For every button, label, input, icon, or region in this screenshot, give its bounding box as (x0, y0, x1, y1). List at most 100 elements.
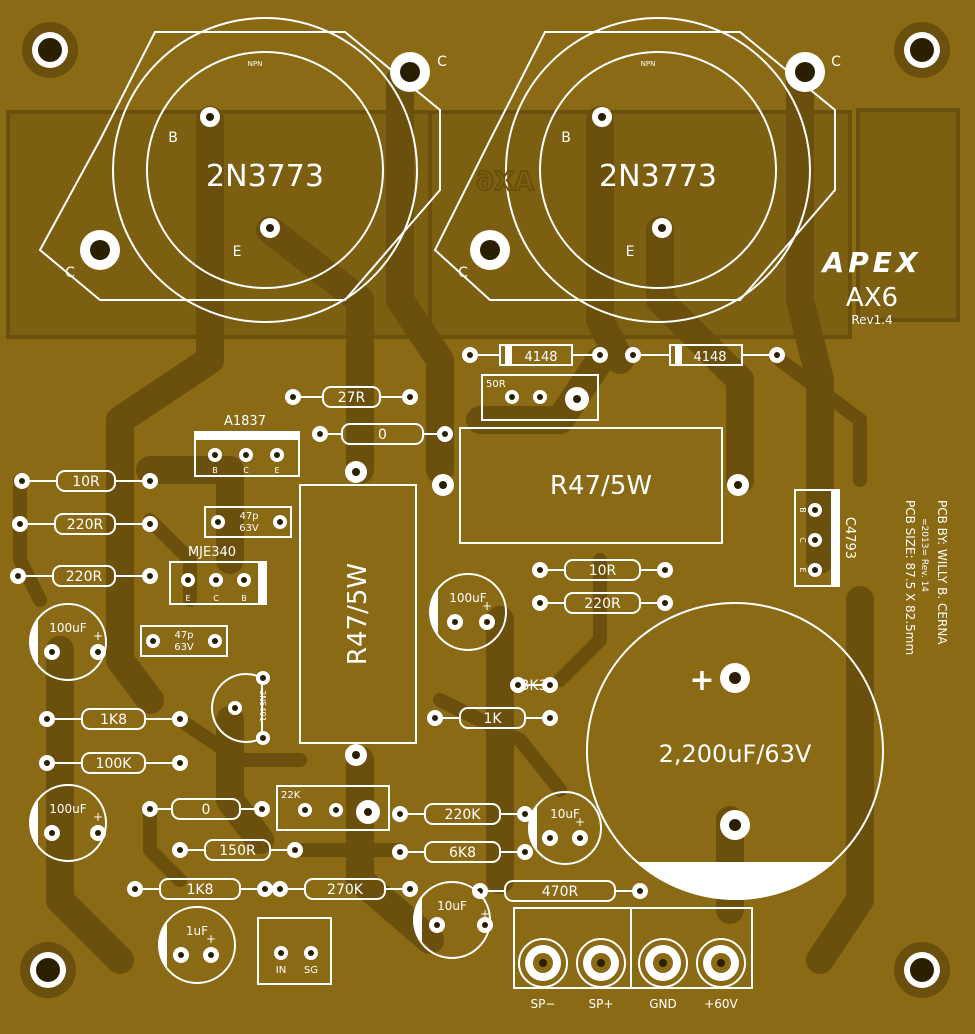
mje340-pin-b: B (241, 594, 247, 603)
q-small-label: 2N5401 (258, 690, 267, 721)
logo-block: APEX AX6 Rev1.4 (821, 246, 922, 327)
trimmer-22k: 22K (276, 785, 390, 831)
credits-block: PCB BY: WILLY B. CERNA =2013= Rev. 14 PC… (903, 500, 949, 655)
terminal-60v-label: +60V (704, 997, 738, 1011)
logo-model: AX6 (846, 283, 898, 313)
mje340-pin-e: E (185, 594, 190, 603)
q1-pin-c-top: C (437, 54, 447, 70)
resistor-r470r: 470R (472, 880, 648, 902)
resistor-r220r_c: 220R (532, 592, 673, 614)
c4793-pin-c: C (798, 537, 807, 543)
resistor-r10r: 10R (14, 470, 158, 492)
cap-47p-b-voltage: 63V (174, 642, 194, 653)
q1-pin-e: E (233, 244, 242, 260)
cap-c100u_b: 100uF + (29, 603, 107, 681)
cap-2200uf: + 2,200uF/63V (586, 602, 884, 900)
c4793-label: C4793 (842, 517, 857, 559)
resistor-r1k8_a: 1K8 (39, 708, 188, 730)
credits-line3: PCB SIZE: 87.5 X 82.5mm (903, 500, 917, 655)
a1837-pin-b: B (212, 466, 218, 475)
resistor-r1k8_a-label: 1K8 (100, 712, 127, 728)
q1-pin-b: B (168, 130, 178, 146)
power-resistor-vertical: R47/5W (299, 461, 417, 766)
resistor-r150r: 150R (172, 839, 303, 861)
resistor-r1k: 1K (427, 707, 558, 729)
resistor-r220r_a: 220R (12, 513, 158, 535)
power-resistor-horizontal: R47/5W (432, 427, 749, 544)
mje340-pin-c: C (213, 594, 219, 603)
cap-2200uf-plus: + (689, 663, 714, 698)
terminal-sp-minus-label: SP− (531, 997, 556, 1011)
resistor-r1k8_b-label: 1K8 (187, 882, 214, 898)
input-in-label: IN (276, 965, 286, 976)
trimmer-50r-label: 50R (486, 379, 506, 390)
resistor-r270k: 270K (272, 878, 418, 900)
logo-brand: APEX (821, 246, 922, 279)
resistor-r27r-label: 27R (338, 390, 366, 406)
input-sg-label: SG (304, 965, 318, 976)
cap-c10u_a: 10uF+ (528, 791, 602, 865)
cap-c10u_a-plus: + (575, 815, 585, 829)
cap-47p-a-voltage: 63V (239, 523, 259, 534)
mount-hole-tr (894, 22, 950, 78)
cap-c100u_c-label: 100uF (49, 802, 87, 816)
trimmer-22k-label: 22K (281, 790, 301, 801)
q2-pin-c-bottom: C (458, 265, 468, 281)
d2-label: 4148 (693, 350, 726, 365)
resistor-r220r_b: 220R (10, 565, 158, 587)
diode-d1: 4148 (462, 344, 608, 366)
q2-pin-e: E (626, 244, 635, 260)
resistor-r220r_b-label: 220R (66, 569, 103, 585)
cap-c100u_b-label: 100uF (49, 621, 87, 635)
q2-part-label: 2N3773 (599, 159, 717, 194)
a1837-label: A1837 (224, 414, 266, 429)
cap-c1u-plus: + (206, 932, 216, 946)
cap-c100u_a-label: 100uF (449, 591, 487, 605)
a1837-pin-e: E (274, 466, 279, 475)
transistor-mje340: MJE340 E C B (169, 545, 267, 605)
transistor-a1837: A1837 B C E (194, 414, 300, 477)
resistor-r220k-label: 220K (445, 807, 482, 823)
cap-47p-b: 47p 63V (140, 625, 228, 657)
d1-label: 4148 (524, 350, 557, 365)
mirrored-copper-label: AX6 (476, 167, 534, 197)
a1837-pin-c: C (243, 466, 249, 475)
credits-line1: PCB BY: WILLY B. CERNA (935, 500, 949, 645)
mount-hole-tl (22, 22, 78, 78)
logo-rev: Rev1.4 (851, 313, 892, 327)
cap-47p-a: 47p 63V (204, 506, 292, 538)
cap-c100u_c-plus: + (93, 810, 103, 824)
cap-c10u_b-label: 10uF (437, 899, 467, 913)
mount-hole-br (894, 942, 950, 998)
terminal-sp-plus (576, 938, 626, 988)
c4793-pin-e: E (798, 567, 807, 572)
trimmer-50r: 50R (481, 374, 599, 421)
resistor-r27r: 27R (285, 386, 418, 408)
transistor-c4793: B C E C4793 (794, 489, 857, 587)
resistor-r10r_b-label: 10R (589, 563, 617, 579)
input-header: IN SG (257, 917, 332, 985)
mounting-holes (20, 22, 950, 998)
cap-c100u_b-plus: + (93, 629, 103, 643)
resistor-r100k: 100K (39, 752, 188, 774)
resistor-r220r_c-label: 220R (584, 596, 621, 612)
resistor-r0b: 0 (142, 798, 270, 820)
resistor-r470r-label: 470R (542, 884, 579, 900)
power-resistor-h-label: R47/5W (550, 471, 652, 501)
transistor-2n5401: 2N5401 (211, 671, 270, 745)
q2-pin-b: B (561, 130, 571, 146)
resistor-r100k-label: 100K (96, 756, 133, 772)
q1-part-label: 2N3773 (206, 159, 324, 194)
cap-c100u_a: 100uF+ (429, 573, 507, 651)
cap-c100u_c: 100uF + (29, 784, 107, 862)
resistor-r270k-label: 270K (327, 882, 364, 898)
cap-c1u-label: 1uF (186, 924, 208, 938)
resistor-r3k3-label: 3K3 (521, 678, 548, 694)
cap-47p-a-value: 47p (239, 511, 258, 522)
c4793-pin-b: B (798, 507, 807, 513)
power-resistor-v-label: R47/5W (343, 563, 373, 665)
terminal-sp-plus-label: SP+ (589, 997, 614, 1011)
resistor-r3k3: 3K3 (510, 677, 558, 694)
